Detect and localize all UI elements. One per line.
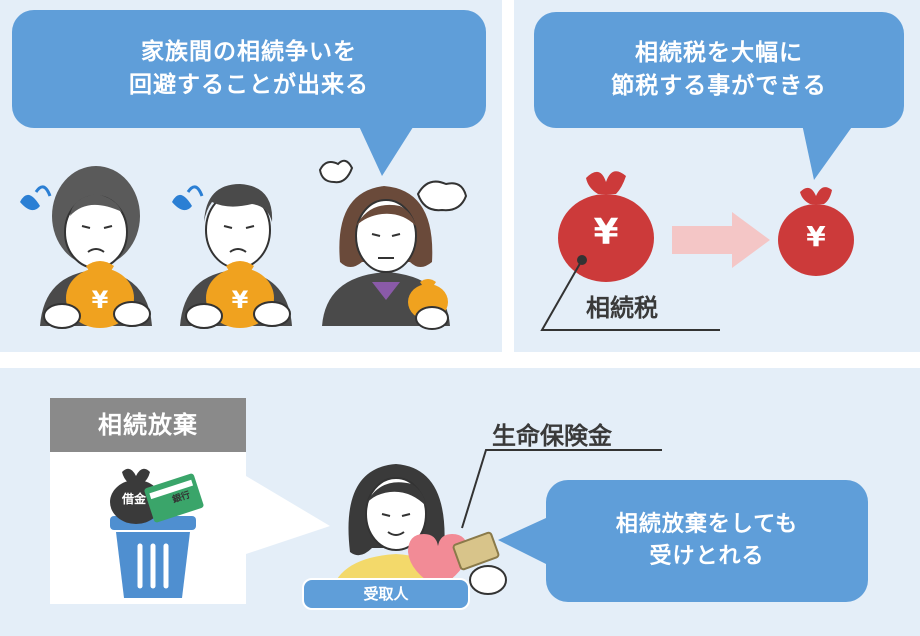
bubble-line: 家族間の相続争いを: [141, 38, 357, 65]
trash-can-icon: [110, 508, 196, 598]
insurance-label: 生命保険金: [492, 422, 612, 450]
family-dispute-art: ¥ ¥: [20, 124, 468, 330]
bubble-tail: [358, 124, 415, 176]
debt-label: 借金: [122, 492, 147, 506]
tax-saving-art: [540, 124, 854, 331]
right-arrow-icon: [672, 212, 770, 268]
family-dispute-bubble: 家族間の相続争いを 回避することが出来る: [12, 10, 486, 128]
tax-saving-panel: 相続税を大幅に 節税する事ができる ¥ ¥ 相続税: [514, 0, 920, 352]
recipient-badge: 受取人: [302, 578, 470, 610]
insurance-leader-line: [461, 449, 662, 529]
yen-symbol: ¥: [806, 220, 826, 253]
tax-saving-bubble: 相続税を大幅に 節税する事ができる: [534, 12, 904, 128]
tax-leader-line: [540, 259, 720, 331]
bubble-tail: [802, 124, 854, 180]
svg-text:¥: ¥: [92, 286, 109, 314]
worried-elder-woman-icon: ¥: [20, 166, 152, 329]
svg-text:¥: ¥: [232, 286, 249, 314]
bubble-line: 相続税を大幅に: [635, 39, 803, 66]
family-dispute-panel: ¥ ¥: [0, 0, 502, 352]
worried-man-icon: ¥: [172, 184, 292, 329]
bank-book-icon: [144, 473, 204, 523]
renunciation-tag: 相続放棄: [50, 398, 246, 452]
bubble-line: 節税する事ができる: [611, 73, 827, 99]
renunciation-panel: 相続放棄 借金 銀行 生命保険金 受取人 相続放棄をしても 受けとれる: [0, 368, 920, 636]
renunciation-bubble: 相続放棄をしても 受けとれる: [546, 480, 868, 602]
leader-dot: [577, 255, 587, 265]
yen-symbol: ¥: [593, 212, 619, 253]
recipient-woman-icon: [330, 464, 507, 600]
tax-label: 相続税: [586, 294, 658, 322]
renunciation-art: [50, 449, 662, 604]
bubble-tail: [498, 518, 546, 564]
small-money-bag-icon: [778, 187, 854, 276]
angry-woman-icon: [318, 159, 468, 330]
bubble-line: 相続放棄をしても: [615, 512, 799, 538]
bubble-line: 回避することが出来る: [129, 72, 369, 98]
bubble-line: 受けとれる: [649, 544, 765, 569]
